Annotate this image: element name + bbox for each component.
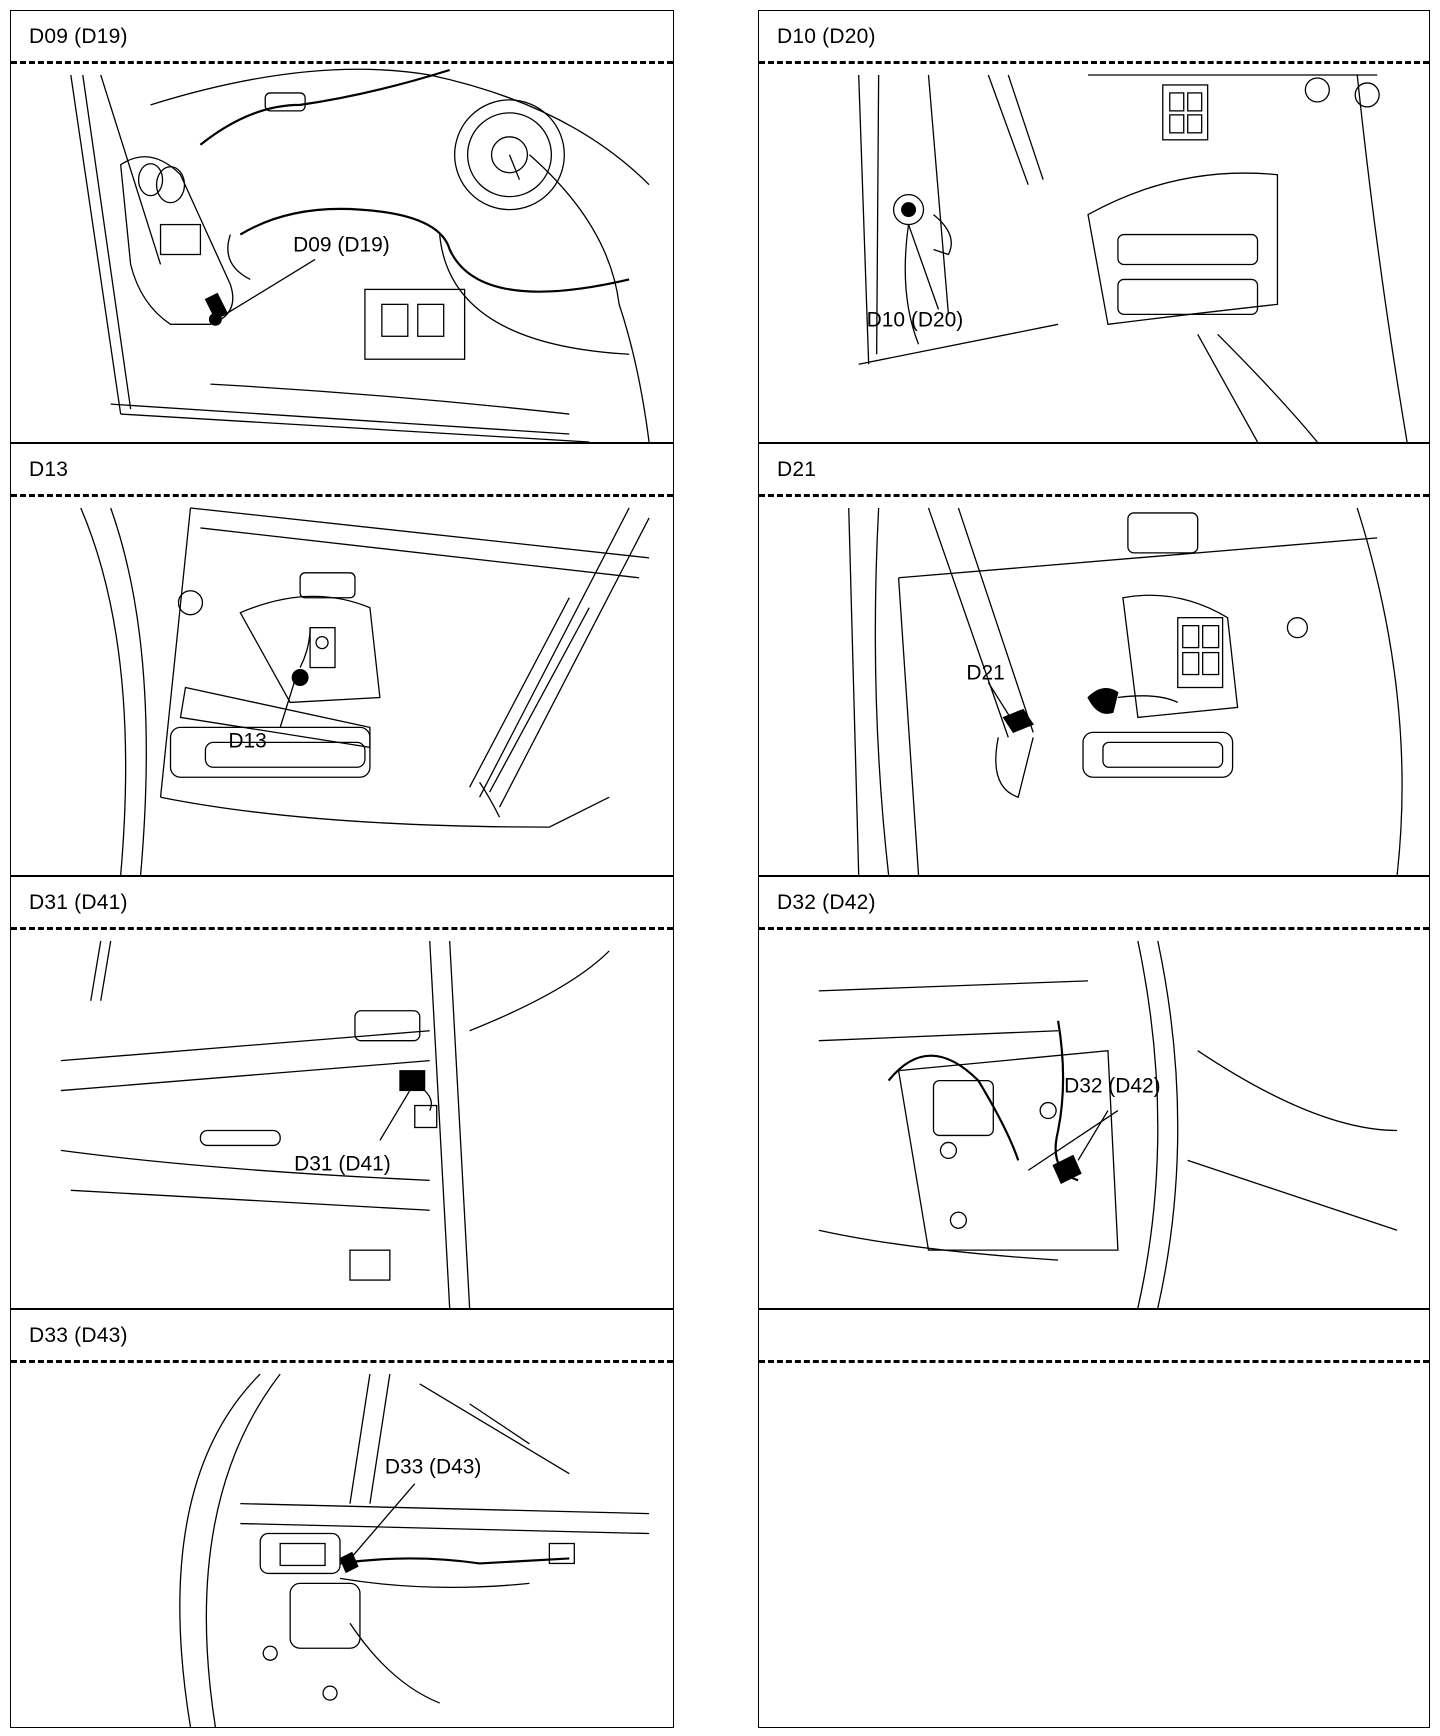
panel-d13: D13 bbox=[10, 443, 674, 876]
panel-d32: D32 (D42) bbox=[758, 876, 1430, 1309]
panel-header: D13 bbox=[11, 444, 673, 494]
panel-title: D33 (D43) bbox=[29, 1324, 128, 1347]
panel-header: D33 (D43) bbox=[11, 1310, 673, 1360]
door-lock-actuator bbox=[119, 156, 234, 326]
speaker-drawing bbox=[454, 99, 565, 211]
svg-text:D10 (D20): D10 (D20) bbox=[867, 308, 964, 331]
panel-header: D21 bbox=[759, 444, 1429, 494]
door-lock-actuator bbox=[259, 1532, 361, 1701]
panel-d33: D33 (D43) bbox=[10, 1309, 674, 1728]
panel-header bbox=[759, 1310, 1429, 1360]
door-connector bbox=[1002, 688, 1179, 733]
door-connector bbox=[1052, 1154, 1082, 1185]
wire-harness bbox=[887, 1020, 1119, 1182]
door-frame-lines bbox=[179, 1373, 650, 1727]
door-frame-lines bbox=[60, 940, 610, 1308]
door-handle-drawing bbox=[177, 572, 381, 704]
door-connector bbox=[339, 1551, 359, 1574]
door-inner-panel bbox=[897, 1049, 1119, 1251]
callout-d10: D10 (D20) bbox=[867, 224, 964, 331]
door-connector bbox=[892, 194, 952, 345]
dashed-divider bbox=[11, 927, 673, 930]
panel-title: D31 (D41) bbox=[29, 891, 128, 914]
seat-belt bbox=[469, 597, 590, 818]
svg-text:D09 (D19): D09 (D19) bbox=[293, 234, 390, 257]
panel-title: D09 (D19) bbox=[29, 25, 128, 48]
wire-harness bbox=[199, 68, 630, 355]
door-frame-lines bbox=[70, 68, 650, 442]
panel-title: D32 (D42) bbox=[777, 891, 876, 914]
panel-d21: D21 bbox=[758, 443, 1430, 876]
callout-d09: D09 (D19) bbox=[225, 234, 390, 315]
dashed-divider bbox=[11, 1360, 673, 1363]
callout-d33: D33 (D43) bbox=[347, 1456, 482, 1562]
panel-header: D10 (D20) bbox=[759, 11, 1429, 61]
svg-text:D13: D13 bbox=[228, 729, 266, 752]
armrest-drawing bbox=[1082, 617, 1309, 778]
panel-title: D21 bbox=[777, 458, 817, 481]
window-switch-drawing bbox=[1162, 77, 1380, 141]
seat-belt bbox=[927, 507, 1034, 799]
door-frame-lines bbox=[818, 940, 1398, 1308]
dashed-divider bbox=[759, 494, 1429, 497]
door-handle-drawing bbox=[199, 1010, 421, 1281]
panel-title: D10 (D20) bbox=[777, 25, 876, 48]
panel-d31: D31 (D41) D31 (D41) bbox=[10, 876, 674, 1309]
armrest-drawing bbox=[169, 686, 371, 778]
dashed-divider bbox=[11, 494, 673, 497]
wire-harness bbox=[339, 1542, 575, 1704]
armrest-drawing bbox=[1087, 172, 1279, 326]
connector-location-drawing: D09 (D19) bbox=[11, 65, 673, 442]
svg-text:D21: D21 bbox=[966, 662, 1004, 685]
window-switch-drawing bbox=[1122, 512, 1239, 719]
dashed-divider bbox=[759, 61, 1429, 64]
door-frame-lines bbox=[848, 507, 1403, 875]
callout-d21: D21 bbox=[966, 662, 1011, 718]
panel-d10: D10 (D20) bbox=[758, 10, 1430, 443]
switch-panel-drawing bbox=[364, 288, 466, 360]
svg-text:D31 (D41): D31 (D41) bbox=[294, 1152, 391, 1175]
panel-empty bbox=[758, 1309, 1430, 1728]
panel-header: D09 (D19) bbox=[11, 11, 673, 61]
svg-text:D32 (D42): D32 (D42) bbox=[1064, 1075, 1161, 1098]
connector-location-drawing: D13 bbox=[11, 498, 673, 875]
panel-header: D31 (D41) bbox=[11, 877, 673, 927]
callout-d13: D13 bbox=[228, 679, 296, 752]
callout-d31: D31 (D41) bbox=[294, 1090, 411, 1175]
connector-location-drawing: D33 (D43) bbox=[11, 1364, 673, 1727]
connector-location-drawing: D32 (D42) bbox=[759, 931, 1429, 1308]
dashed-divider bbox=[759, 927, 1429, 930]
panel-title: D13 bbox=[29, 458, 69, 481]
connector-location-drawing: D31 (D41) bbox=[11, 931, 673, 1308]
dashed-divider bbox=[11, 61, 673, 64]
panel-header: D32 (D42) bbox=[759, 877, 1429, 927]
connector-location-drawing: D10 (D20) bbox=[759, 65, 1429, 442]
door-connector bbox=[399, 1070, 438, 1129]
door-frame-lines bbox=[80, 507, 650, 875]
svg-text:D33 (D43): D33 (D43) bbox=[385, 1456, 482, 1479]
door-connector bbox=[291, 627, 311, 687]
callout-d32: D32 (D42) bbox=[1064, 1075, 1161, 1161]
connector-location-drawing: D21 bbox=[759, 498, 1429, 875]
panel-d09: D09 (D19) bbox=[10, 10, 674, 443]
door-frame-lines bbox=[858, 74, 1408, 442]
dashed-divider bbox=[759, 1360, 1429, 1363]
